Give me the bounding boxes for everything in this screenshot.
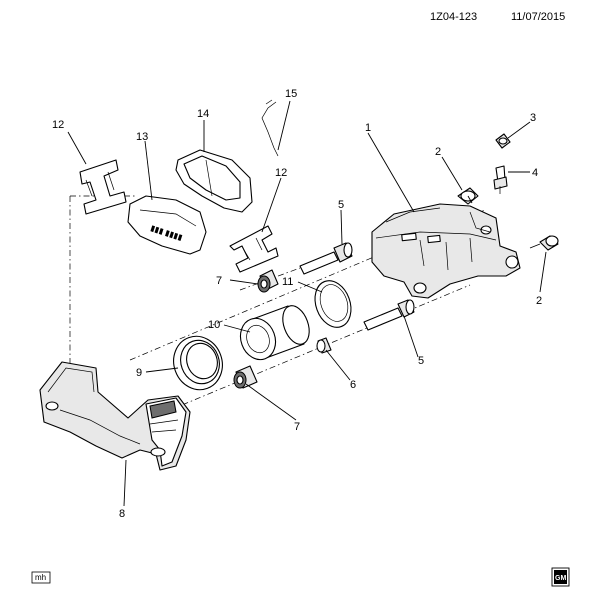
callout-8: 8 [119, 508, 125, 520]
callout-15: 15 [285, 88, 297, 100]
figure-date: 11/07/2015 [511, 11, 565, 23]
callout-13: 13 [136, 131, 148, 143]
callout-labels: 1 2 2 3 4 5 5 6 7 7 8 9 10 11 12 12 13 1… [52, 88, 542, 520]
callout-7-upper: 7 [216, 275, 222, 287]
piston-dust-seal [173, 335, 223, 391]
guide-pin-boot-upper [257, 269, 279, 293]
callout-6: 6 [350, 379, 356, 391]
figure-id: 1Z04-123 [430, 11, 477, 23]
pad-clip-lower [229, 225, 279, 273]
callout-1: 1 [365, 122, 371, 134]
callout-11: 11 [282, 276, 293, 288]
caliper-piston [239, 305, 310, 361]
callout-12-right: 12 [275, 167, 287, 179]
pad-clip-upper [79, 159, 127, 215]
guide-pin-bolt-lower [363, 299, 415, 331]
bolt-upper [457, 187, 479, 205]
bleeder-valve-cap [495, 133, 511, 149]
callout-5-upper: 5 [338, 199, 344, 211]
callout-10: 10 [208, 319, 220, 331]
callout-3: 3 [530, 112, 536, 124]
guide-pin-bolt-upper [299, 242, 353, 275]
callout-5-lower: 5 [418, 355, 424, 367]
bolt-right [529, 235, 559, 251]
callout-leaders [67, 100, 547, 507]
callout-14: 14 [197, 108, 209, 120]
bleeder-valve [493, 165, 508, 194]
brake-pad-outer [175, 149, 253, 213]
guide-pin-boot-lower [233, 365, 258, 389]
caliper-bracket [39, 361, 191, 471]
callout-2-right: 2 [536, 295, 542, 307]
callout-4: 4 [532, 167, 538, 179]
artist-tag-box: mh [31, 571, 51, 584]
callout-12-left: 12 [52, 119, 64, 131]
caliper-housing [371, 203, 521, 299]
piston-seal [314, 280, 352, 328]
callout-2-upper: 2 [435, 146, 441, 158]
anti-rattle-spring [261, 99, 279, 157]
artist-tag: mh [35, 573, 46, 582]
svg-text:GM: GM [555, 575, 566, 582]
callout-9: 9 [136, 367, 142, 379]
gm-logo: GM [551, 567, 570, 587]
guide-pin-sleeve [316, 337, 332, 354]
callout-7-lower: 7 [294, 421, 300, 433]
brake-pad-inner: ▮▮▮ ▮▮▮▮ [127, 195, 207, 255]
